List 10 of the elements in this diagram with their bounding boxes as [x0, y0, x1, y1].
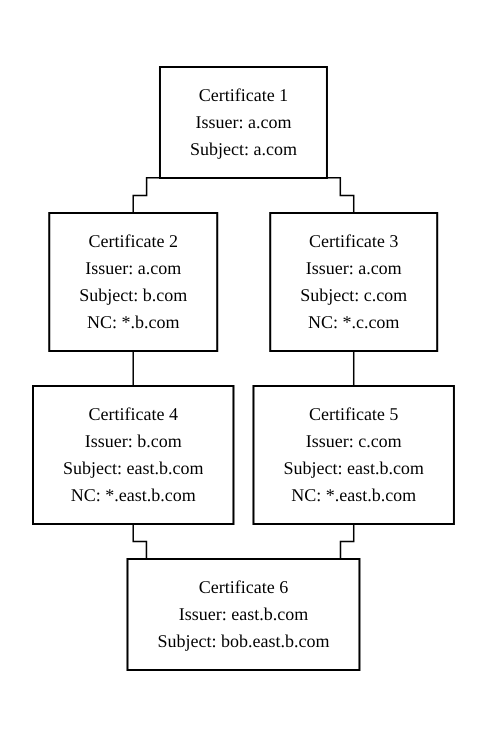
node-box: Certificate 6 Issuer: east.b.com Subject: bob.east.b.com — [126, 558, 360, 670]
node-box: Certificate 1 Issuer: a.com Subject: a.com — [159, 66, 328, 178]
node-box: Certificate 5 Issuer: c.com Subject: east.b.com NC: *.east.b.com — [252, 384, 455, 524]
connector — [352, 350, 354, 386]
node-box: Certificate 2 Issuer: a.com Subject: b.com NC: *.b.com — [48, 212, 218, 352]
connector — [132, 176, 160, 214]
connector — [327, 176, 354, 214]
connector — [132, 350, 134, 386]
node-box: Certificate 3 Issuer: a.com Subject: c.com NC: *.c.com — [269, 212, 438, 352]
node-box: Certificate 4 Issuer: b.com Subject: east.b.com NC: *.east.b.com — [32, 384, 234, 524]
